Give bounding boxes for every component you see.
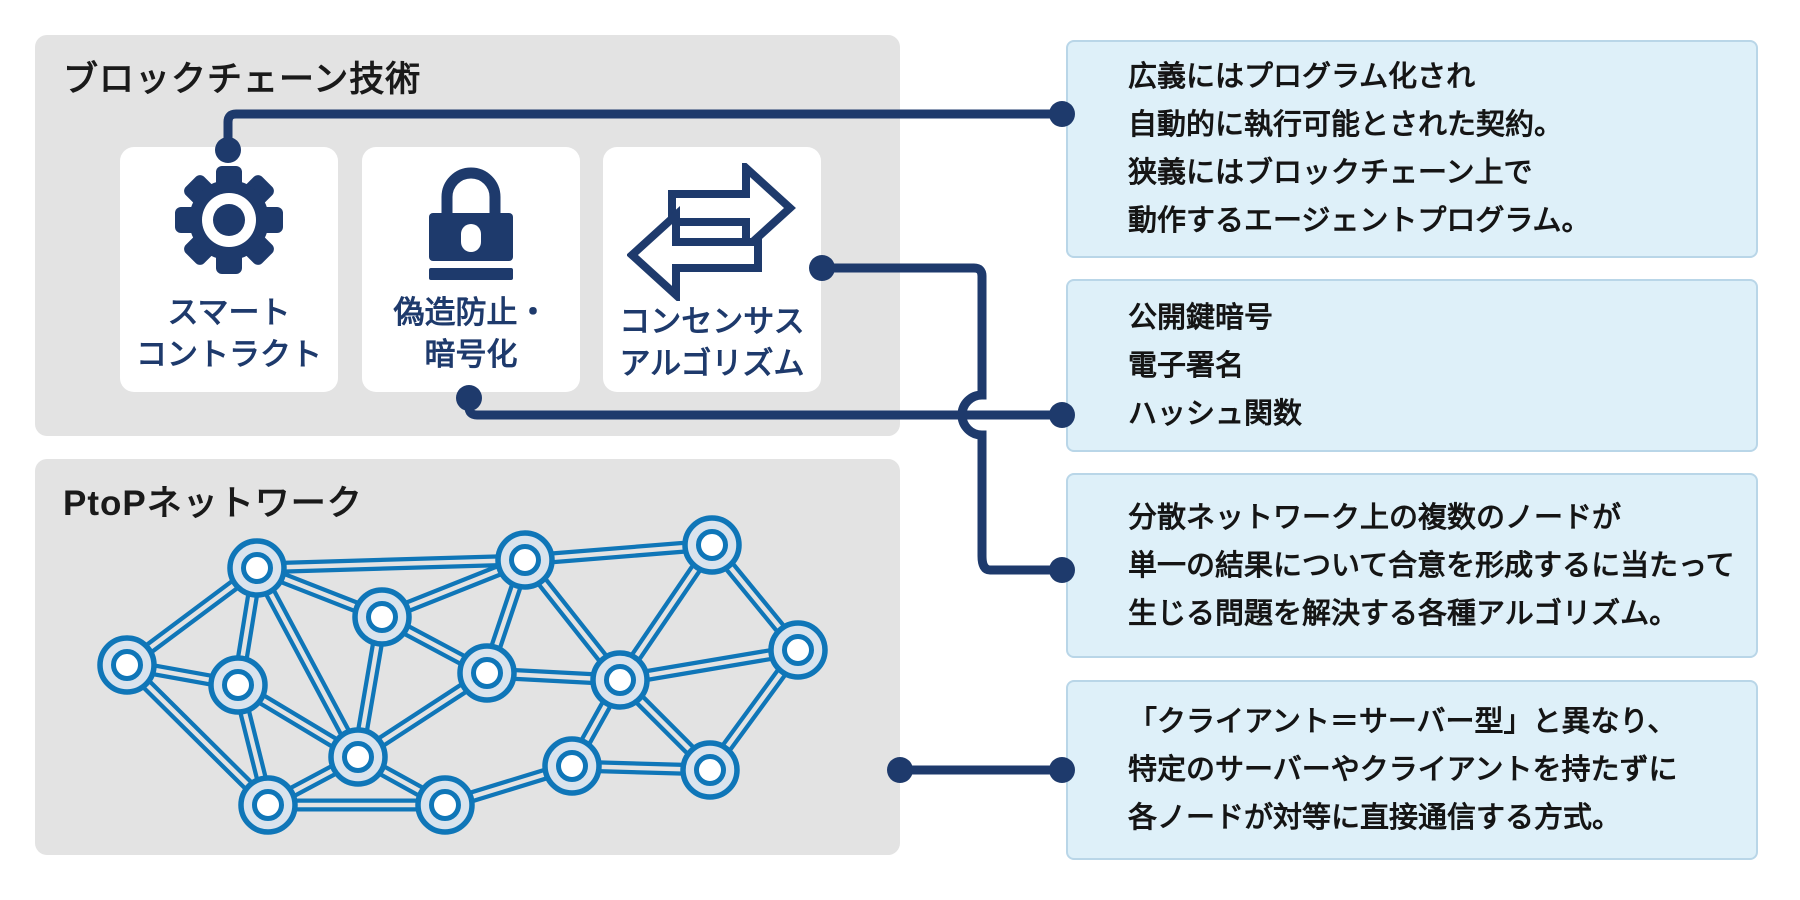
info-line: 公開鍵暗号 (1128, 301, 1274, 334)
network-node (366, 601, 398, 633)
blockchain-panel: ブロックチェーン技術 (35, 35, 900, 436)
info-line: 自動的に執行可能とされた契約。 (1128, 109, 1564, 141)
info-line: ハッシュ関数 (1128, 397, 1303, 430)
card-smart-contract: スマート コントラクト (120, 147, 338, 392)
network-node (782, 634, 814, 666)
card-label-line: コントラクト (136, 337, 322, 372)
info-line: 広義にはプログラム化され (1128, 61, 1476, 93)
info-line: 狭義にはブロックチェーン上で (1128, 157, 1533, 189)
network-node (342, 741, 374, 773)
network-node (222, 669, 254, 701)
network-node (111, 649, 143, 681)
card-label-line: 偽造防止・ (393, 295, 549, 330)
card-consensus-label: コンセンサス アルゴリズム (619, 301, 804, 385)
info-line: 分散ネットワーク上の複数のノードが (1128, 501, 1622, 534)
info-line: 単一の結果について合意を形成するに当たって (1128, 549, 1735, 582)
network-node (604, 664, 636, 696)
network-node (471, 657, 503, 689)
network-node (694, 754, 726, 786)
card-label-line: コンセンサス (619, 304, 805, 339)
ptop-panel-title: PtoPネットワーク (63, 484, 363, 523)
card-anti-forgery-label: 偽造防止・ 暗号化 (394, 292, 549, 376)
blockchain-panel-title: ブロックチェーン技術 (63, 60, 422, 99)
info-line: 動作するエージェントプログラム。 (1128, 205, 1591, 237)
info-line: 各ノードが対等に直接通信する方式。 (1128, 802, 1622, 834)
card-anti-forgery: 偽造防止・ 暗号化 (362, 147, 580, 392)
card-label-line: スマート (167, 295, 291, 330)
network-edge (619, 647, 799, 683)
info-box-ptop: 「クライアント＝サーバー型」と異なり、 特定のサーバーやクライアントを持たずに … (1066, 680, 1758, 860)
exchange-arrows-icon (627, 163, 796, 301)
network-edge (256, 557, 526, 571)
network-node (696, 529, 728, 561)
network-node (429, 789, 461, 821)
info-box-encryption: 公開鍵暗号 電子署名 ハッシュ関数 (1066, 279, 1758, 452)
network-node (252, 789, 284, 821)
info-line: 電子署名 (1128, 349, 1245, 382)
card-smart-contract-label: スマート コントラクト (136, 292, 322, 376)
card-label-line: アルゴリズム (619, 346, 805, 381)
gear-icon (175, 166, 283, 274)
info-box-smart-contract: 広義にはプログラム化され 自動的に執行可能とされた契約。 狭義にはブロックチェー… (1066, 40, 1758, 258)
network-node (556, 750, 588, 782)
info-line: 生じる問題を解決する各種アルゴリズム。 (1128, 597, 1679, 630)
card-consensus: コンセンサス アルゴリズム (603, 147, 821, 392)
info-line: 特定のサーバーやクライアントを持たずに (1128, 754, 1678, 786)
card-label-line: 暗号化 (424, 337, 518, 372)
lock-icon (429, 167, 513, 280)
network-node (509, 544, 541, 576)
network-edge (524, 542, 713, 563)
network-edge (255, 566, 360, 759)
network-edge (125, 663, 270, 807)
info-box-consensus: 分散ネットワーク上の複数のノードが 単一の結果について合意を形成するに当たって … (1066, 473, 1758, 658)
info-line: 「クライアント＝サーバー型」と異なり、 (1128, 706, 1677, 738)
network-node (241, 552, 273, 584)
